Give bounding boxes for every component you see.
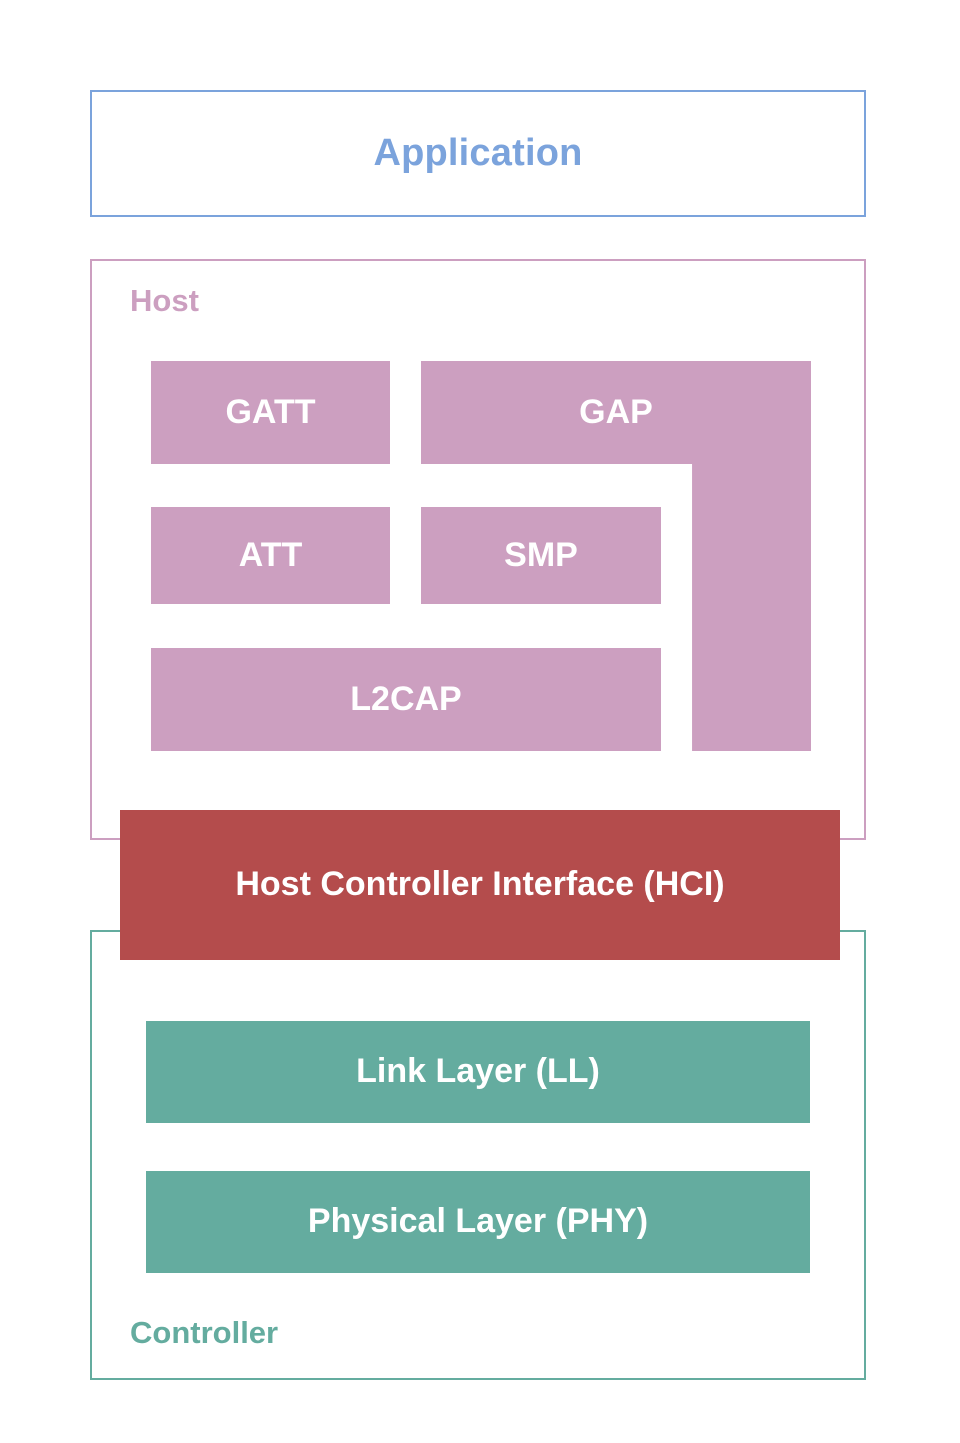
host-controller-interface-block: Host Controller Interface (HCI): [120, 810, 840, 960]
link-layer-block: Link Layer (LL): [146, 1021, 810, 1123]
l2cap-block: L2CAP: [151, 648, 661, 751]
application-layer-box: Application: [90, 90, 866, 217]
gatt-block: GATT: [151, 361, 390, 464]
att-block: ATT: [151, 507, 390, 604]
controller-layer-box: [90, 930, 866, 1380]
application-layer-label: Application: [373, 132, 583, 174]
smp-block: SMP: [421, 507, 661, 604]
controller-section-label: Controller: [130, 1315, 279, 1350]
host-section-label: Host: [130, 283, 199, 318]
physical-layer-block: Physical Layer (PHY): [146, 1171, 810, 1273]
